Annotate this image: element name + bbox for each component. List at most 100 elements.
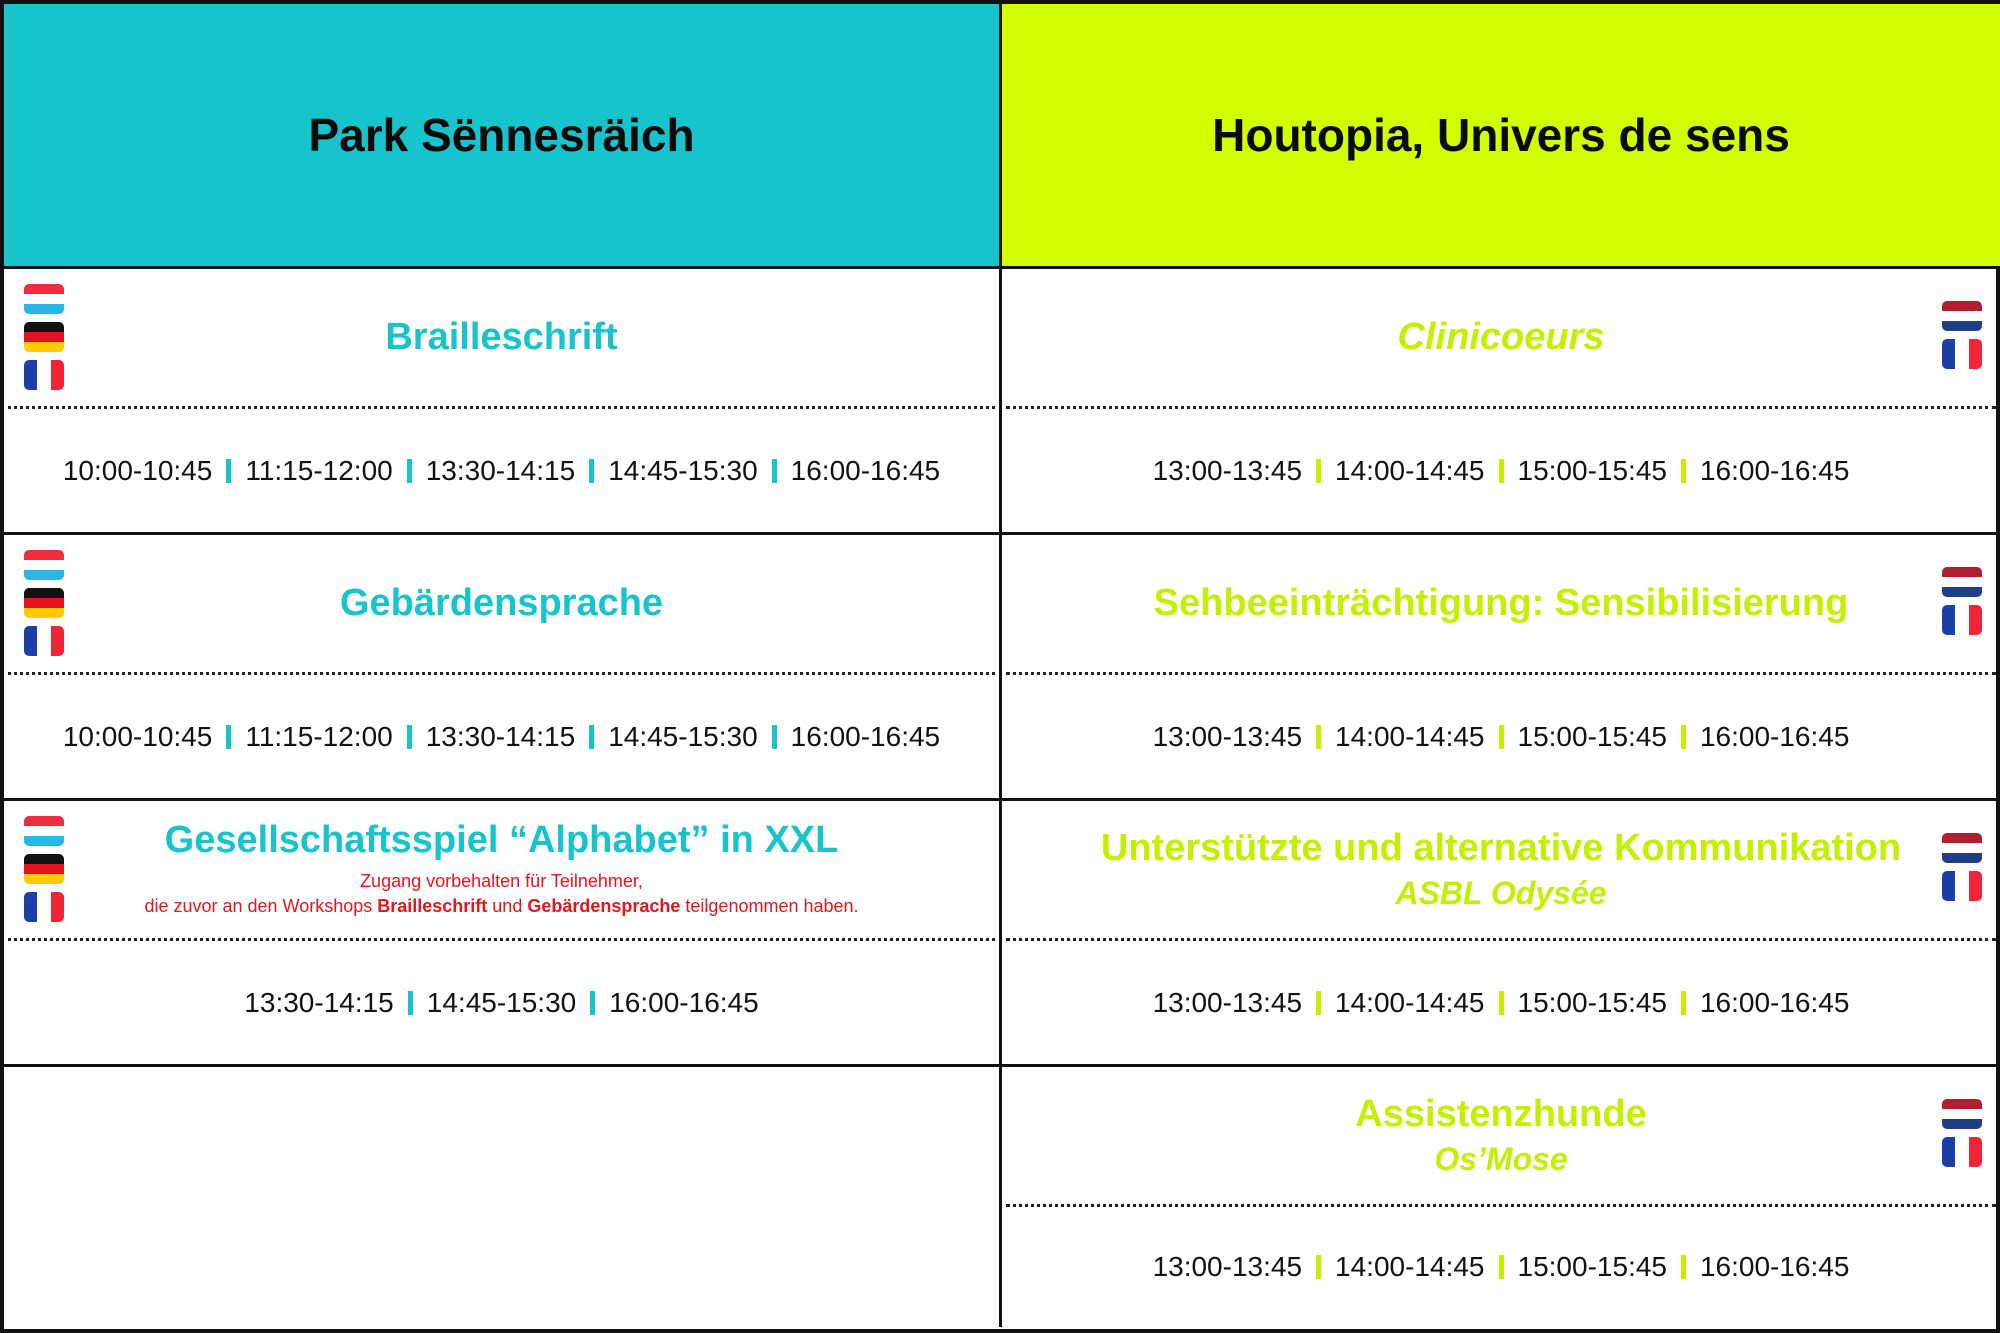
language-flags [1942, 1099, 1982, 1167]
time-slot: 16:00-16:45 [1699, 986, 1850, 1018]
time-slots: 13:00-13:45 14:00-14:45 15:00-15:45 16:0… [1002, 409, 2000, 532]
time-slot: 15:00-15:45 [1517, 986, 1667, 1018]
access-note-line-2: die zuvor an den Workshops Brailleschrif… [144, 896, 859, 917]
time-slot: 13:00-13:45 [1152, 454, 1303, 486]
time-separator [1680, 458, 1686, 483]
time-slot: 11:15-12:00 [245, 720, 393, 752]
time-separator [1316, 724, 1322, 749]
time-slot: 11:15-12:00 [245, 454, 393, 486]
empty-cell [4, 1064, 1002, 1327]
header-left: Park Sënnesräich [4, 4, 1002, 266]
fr-flag-icon [24, 892, 64, 922]
nl-flag-icon [1942, 301, 1982, 331]
time-separator [226, 724, 232, 749]
time-separator [771, 724, 777, 749]
lu-flag-icon [24, 550, 64, 580]
time-slot: 16:00-16:45 [609, 986, 759, 1018]
workshop-title: Brailleschrift [385, 315, 618, 358]
nl-flag-icon [1942, 1099, 1982, 1129]
time-slots: 13:00-13:45 14:00-14:45 15:00-15:45 16:0… [1002, 675, 2000, 798]
dotted-divider [1006, 672, 1996, 675]
workshop-cell: Unterstützte und alternative Kommunikati… [1002, 798, 2000, 1064]
de-flag-icon [24, 854, 64, 884]
time-slot: 16:00-16:45 [1699, 720, 1850, 752]
dotted-divider [1006, 938, 1996, 941]
time-separator [1316, 990, 1322, 1015]
time-slot: 13:30-14:15 [244, 986, 394, 1018]
time-separator [589, 458, 595, 483]
time-separator [1316, 458, 1322, 483]
fr-flag-icon [24, 360, 64, 390]
fr-flag-icon [24, 626, 64, 656]
access-note-line-1: Zugang vorbehalten für Teilnehmer, [360, 871, 643, 892]
time-separator [1680, 1255, 1686, 1279]
time-slot: 14:45-15:30 [426, 986, 577, 1018]
fr-flag-icon [1942, 871, 1982, 901]
language-flags [1942, 301, 1982, 369]
time-slot: 14:00-14:45 [1335, 720, 1485, 752]
language-flags [24, 284, 64, 390]
language-flags [24, 816, 64, 922]
workshop-cell: Brailleschrift 10:00-10:45 11:15-12:00 1… [4, 266, 1002, 532]
time-separator [1498, 724, 1504, 749]
lu-flag-icon [24, 816, 64, 846]
workshop-title: Assistenzhunde [1355, 1093, 1647, 1136]
workshop-title: Clinicoeurs [1397, 315, 1605, 358]
dotted-divider [8, 938, 995, 941]
workshop-title: Gebärdensprache [339, 581, 664, 624]
organizer-subtitle: Os’Mose [1434, 1140, 1568, 1177]
time-separator [407, 990, 413, 1015]
workshop-title: Gesellschaftsspiel “Alphabet” in XXL [164, 819, 839, 862]
time-slot: 10:00-10:45 [62, 720, 213, 752]
fr-flag-icon [1942, 605, 1982, 635]
time-slots: 13:30-14:15 14:45-15:30 16:00-16:45 [4, 941, 999, 1064]
header-right: Houtopia, Univers de sens [1002, 4, 2000, 266]
time-slot: 16:00-16:45 [790, 454, 941, 486]
time-slots: 10:00-10:45 11:15-12:00 13:30-14:15 14:4… [4, 409, 999, 532]
time-slot: 15:00-15:45 [1517, 1251, 1667, 1282]
de-flag-icon [24, 588, 64, 618]
language-flags [1942, 833, 1982, 901]
dotted-divider [8, 672, 995, 675]
time-separator [590, 990, 596, 1015]
time-separator [1498, 990, 1504, 1015]
dotted-divider [1006, 406, 1996, 409]
time-separator [406, 724, 412, 749]
time-separator [1680, 990, 1686, 1015]
time-slot: 16:00-16:45 [1699, 454, 1850, 486]
time-slot: 14:00-14:45 [1335, 454, 1485, 486]
time-separator [406, 458, 412, 483]
dotted-divider [1006, 1204, 1996, 1207]
time-slot: 14:45-15:30 [608, 454, 758, 486]
time-slot: 16:00-16:45 [1699, 1251, 1850, 1282]
workshop-cell: Gebärdensprache 10:00-10:45 11:15-12:00 … [4, 532, 1002, 798]
nl-flag-icon [1942, 833, 1982, 863]
time-separator [226, 458, 232, 483]
lu-flag-icon [24, 284, 64, 314]
time-slots: 13:00-13:45 14:00-14:45 15:00-15:45 16:0… [1002, 1207, 2000, 1327]
fr-flag-icon [1942, 1137, 1982, 1167]
time-slots: 10:00-10:45 11:15-12:00 13:30-14:15 14:4… [4, 675, 999, 798]
language-flags [1942, 567, 1982, 635]
access-note: Zugang vorbehalten für Teilnehmer, die z… [144, 869, 858, 919]
time-slot: 14:00-14:45 [1335, 1251, 1485, 1282]
time-separator [771, 458, 777, 483]
time-slot: 15:00-15:45 [1517, 454, 1667, 486]
time-separator [1498, 1255, 1504, 1279]
workshop-cell: Sehbeeinträchtigung: Sensibilisierung 13… [1002, 532, 2000, 798]
venue-title-left: Park Sënnesräich [308, 109, 695, 161]
time-slot: 15:00-15:45 [1517, 720, 1667, 752]
note-bold-gebaerdensprache: Gebärdensprache [527, 896, 681, 917]
organizer-subtitle: ASBL Odysée [1395, 874, 1607, 911]
note-bold-brailleschrift: Brailleschrift [377, 896, 488, 917]
time-separator [1316, 1255, 1322, 1279]
time-slot: 13:00-13:45 [1152, 1251, 1303, 1282]
time-slot: 10:00-10:45 [62, 454, 213, 486]
fr-flag-icon [1942, 339, 1982, 369]
time-slot: 14:45-15:30 [608, 720, 758, 752]
de-flag-icon [24, 322, 64, 352]
time-separator [589, 724, 595, 749]
workshop-cell: Assistenzhunde Os’Mose 13:00-13:45 14:00… [1002, 1064, 2000, 1327]
time-slot: 14:00-14:45 [1335, 986, 1485, 1018]
